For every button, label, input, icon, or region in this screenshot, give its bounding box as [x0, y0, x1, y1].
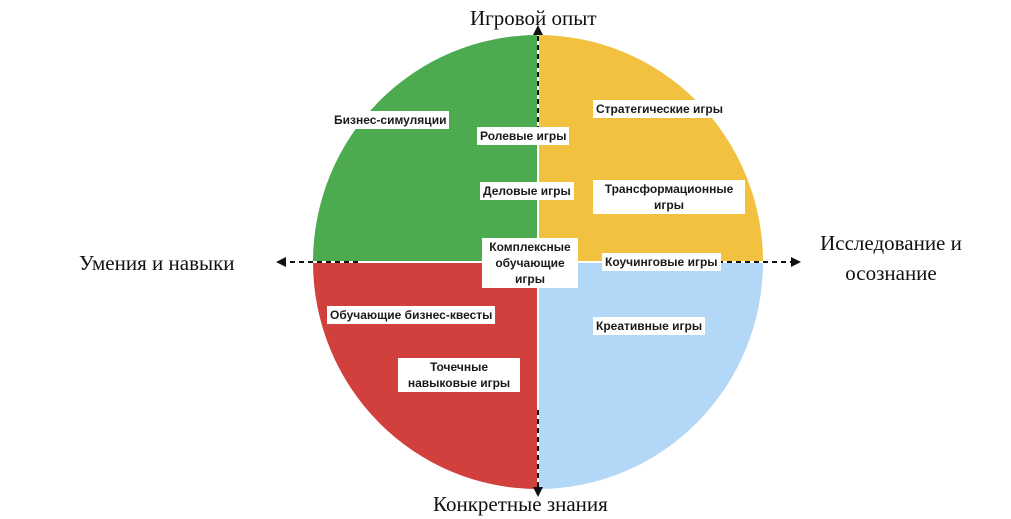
axis-label-right: Исследование и осознание [820, 231, 962, 286]
axis-label-left: Умения и навыки [79, 251, 235, 275]
label-role-games: Ролевые игры [477, 127, 570, 145]
label-business-games: Деловые игры [480, 182, 574, 200]
label-creative-games: Креативные игры [593, 317, 706, 335]
label-point-skill-games: Точечные навыковые игры [398, 358, 520, 392]
axis-label-top: Игровой опыт [470, 6, 597, 30]
label-coaching-games: Коучинговые игры [602, 253, 721, 271]
quadrant-top-right [538, 35, 763, 262]
quadrant-bottom-right [538, 262, 763, 489]
label-learning-business-quests: Обучающие бизнес-квесты [327, 306, 496, 324]
label-business-simulations: Бизнес-симуляции [331, 111, 450, 129]
label-complex-learning-games: Комплексные обучающие игры [482, 238, 578, 288]
label-strategic-games: Стратегические игры [593, 100, 726, 118]
quadrant-top-left [313, 35, 538, 262]
label-transformational-games: Трансформационные игры [593, 180, 745, 214]
axis-label-bottom: Конкретные знания [433, 492, 608, 516]
